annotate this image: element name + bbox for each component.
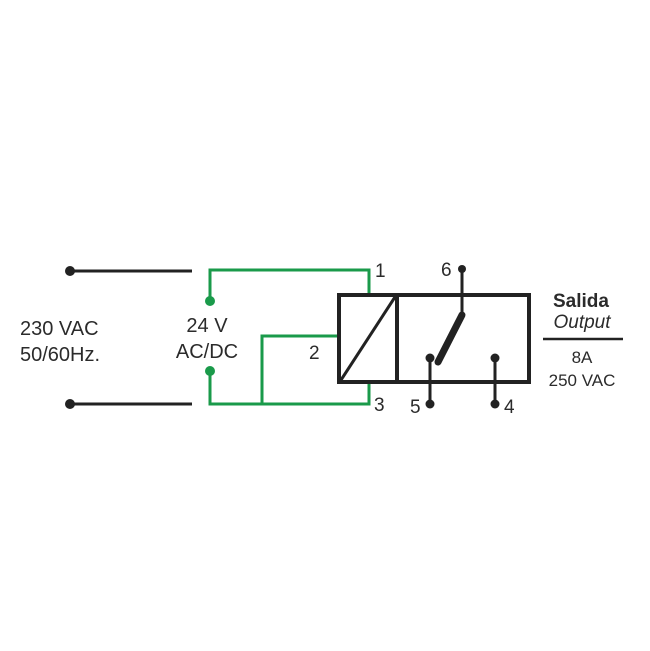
output-current-rating: 8A <box>572 348 593 367</box>
terminal-3-label: 3 <box>374 395 385 416</box>
supply-terminal-bottom <box>205 366 215 376</box>
relay-contacts <box>425 265 500 409</box>
supply-voltage-label: 24 V <box>186 315 228 337</box>
output-title: Salida <box>553 291 609 312</box>
terminal-5-dot <box>425 399 435 409</box>
terminal-5-label: 5 <box>410 397 421 418</box>
supply-wiring <box>205 268 371 406</box>
relay-coil-diagonal <box>339 296 397 381</box>
terminal-4-label: 4 <box>504 397 515 418</box>
supply-wire-bottom <box>208 371 371 406</box>
mains-frequency-label: 50/60Hz. <box>20 344 100 366</box>
relay-module <box>337 293 531 384</box>
terminal-1-label: 1 <box>375 261 386 282</box>
mains-terminal-top <box>65 266 75 276</box>
supply-type-label: AC/DC <box>176 341 238 363</box>
terminal-2-label: 2 <box>309 343 320 364</box>
terminal-6-label: 6 <box>441 260 452 281</box>
terminal-2-bridge-wire <box>260 334 339 404</box>
output-subtitle: Output <box>553 312 611 333</box>
mains-terminal-bottom <box>65 399 75 409</box>
switch-arm <box>434 311 466 366</box>
supply-wire-top <box>208 268 371 301</box>
output-voltage-rating: 250 VAC <box>549 371 616 390</box>
supply-terminal-top <box>205 296 215 306</box>
mains-voltage-label: 230 VAC <box>20 318 99 340</box>
mains-wiring <box>65 266 192 409</box>
terminal-6-dot <box>458 265 466 273</box>
terminal-4-dot <box>490 399 500 409</box>
